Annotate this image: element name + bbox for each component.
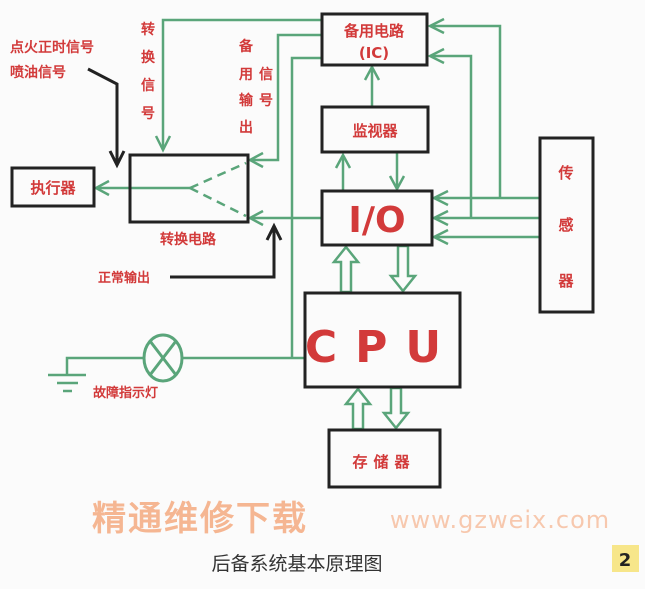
figure-caption: 后备系统基本原理图 (211, 553, 382, 575)
memory-box (327, 428, 442, 489)
watermark-url: www.gzweix.com (390, 506, 610, 534)
switch-to-actuator-arrowhead (93, 179, 110, 197)
backup-circuit-label: 备用电路 (343, 22, 405, 40)
monitor-to-io-arrowhead (388, 175, 406, 192)
io-to-monitor-arrowhead (334, 152, 352, 169)
fault-lamp-icon (142, 333, 184, 383)
switch-dashed-upper (189, 161, 247, 190)
sensor-to-ic-arrowhead-1 (427, 17, 445, 35)
backup-output-char-4: 出 (239, 119, 253, 136)
backup-output-arrowhead (247, 151, 264, 169)
figure-number-badge (612, 545, 639, 572)
backup-output-line (250, 33, 322, 162)
switch-signal-char-3: 信 (141, 77, 155, 94)
sensor-label-char-2: 感 (558, 216, 573, 234)
switch-circuit-label: 转换电路 (160, 231, 217, 248)
sensor-to-ic-line-2 (430, 54, 473, 218)
switch-signal-char-4: 号 (141, 106, 155, 122)
sensor-arrowhead-3 (431, 228, 449, 246)
switch-signal-line (161, 18, 322, 150)
actuator-box (10, 166, 96, 208)
sensor-to-ic-arrowhead-2 (427, 47, 445, 65)
sensor-label-char-3: 器 (557, 272, 574, 290)
black-signal-lines (87, 67, 283, 279)
backup-output-char-3: 输 (239, 92, 254, 109)
sensor-box (538, 136, 595, 314)
backup-circuit-ic-label: (IC) (359, 44, 389, 62)
backup-circuit-box (320, 12, 429, 67)
lamp-to-ground-line (65, 356, 143, 375)
cpu-label: CPU (305, 322, 459, 373)
ignition-injection-line (87, 67, 119, 164)
switch-circuit-box (128, 153, 250, 224)
ignition-injection-arrowhead (108, 150, 126, 169)
sensor-label-char-1: 传 (557, 164, 573, 182)
normal-output-arrowhead (265, 222, 283, 241)
switch-signal-char-2: 换 (141, 49, 156, 66)
io-box (320, 189, 434, 247)
monitor-box (320, 105, 430, 154)
monitor-to-ic-arrowhead (363, 64, 381, 81)
actuator-label: 执行器 (30, 179, 76, 197)
backup-output-char-1: 备 (238, 38, 254, 55)
watermark-title: 精通维修下载 (92, 499, 308, 539)
switch-dashed-lower (189, 186, 247, 218)
switch-signal-char-1: 转 (141, 21, 155, 38)
memory-to-cpu-bus-arrow (343, 386, 373, 431)
backup-signal-char-2: 号 (259, 93, 273, 109)
ground-icon (48, 373, 86, 393)
injection-signal-label: 喷油信号 (10, 64, 66, 81)
io-to-cpu-bus-arrow (388, 244, 418, 294)
ignition-timing-signal-label: 点火正时信号 (10, 39, 94, 56)
backup-signal-char-1: 信 (259, 66, 273, 83)
switch-signal-arrowhead (154, 135, 172, 153)
fault-lamp-label: 故障指示灯 (93, 385, 158, 401)
figure-number: 2 (619, 550, 632, 571)
cpu-to-io-bus-arrow (331, 244, 361, 294)
sensor-arrowhead-1 (431, 189, 449, 207)
io-to-switch-arrowhead (247, 209, 264, 227)
monitor-label: 监视器 (352, 122, 398, 140)
backup-output-char-2: 用 (239, 67, 253, 83)
ic-to-lamp-line (290, 56, 322, 358)
io-label: I/O (348, 200, 405, 241)
cpu-to-memory-bus-arrow (381, 386, 411, 431)
signal-lines (65, 17, 540, 375)
sensor-arrowhead-2 (431, 209, 449, 227)
normal-output-line (170, 227, 276, 279)
memory-label: 存储器 (352, 453, 415, 471)
bus-arrows (331, 244, 418, 431)
cpu-box (303, 291, 462, 389)
normal-output-label: 正常输出 (98, 270, 150, 286)
sensor-to-ic-line-1 (430, 24, 502, 198)
